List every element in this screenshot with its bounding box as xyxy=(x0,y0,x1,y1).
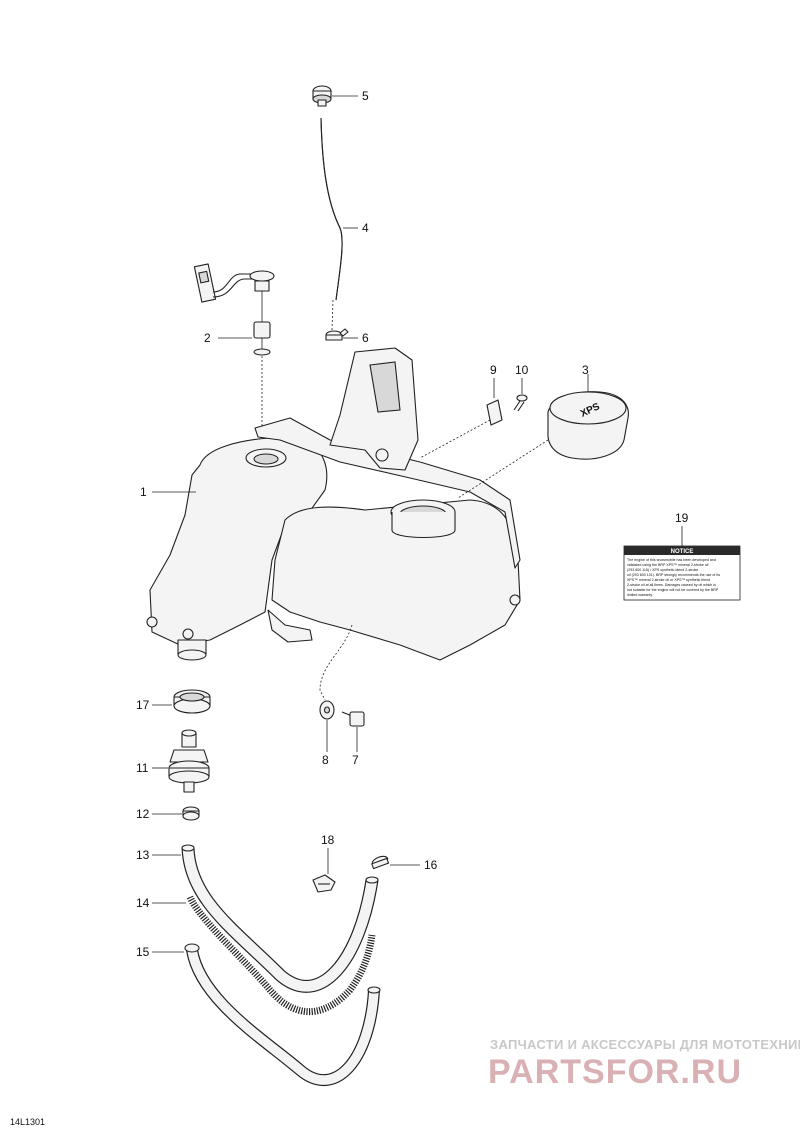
part-16-hose-clamp xyxy=(371,855,390,870)
part-17-grommet xyxy=(173,689,211,714)
watermark-brand: PARTSFOR.RU xyxy=(488,1053,742,1091)
callout-9: 9 xyxy=(490,363,497,377)
notice-line-7: limited warranty. xyxy=(627,593,653,597)
notice-line-2: (293 600 116) / XPS synthetic blend 2-st… xyxy=(627,568,698,572)
part-12-hose-clamp xyxy=(182,806,200,821)
part-3-filler-cap: XPS xyxy=(547,391,629,460)
callout-19: 19 xyxy=(675,511,689,525)
callout-3: 3 xyxy=(582,363,589,377)
part-13-hose xyxy=(181,844,379,993)
callout-15: 15 xyxy=(136,945,150,959)
notice-line-4: XPS™ mineral 2-stroke oil or XPS™ synthe… xyxy=(627,578,710,582)
callout-10: 10 xyxy=(515,363,529,377)
callout-16: 16 xyxy=(424,858,438,872)
part-1-oil-tank xyxy=(146,347,521,661)
part-10-screw xyxy=(513,394,528,412)
callout-2: 2 xyxy=(204,331,211,345)
part-19-notice-label: NOTICE The engine of this snowmobile has… xyxy=(623,545,741,601)
callout-18: 18 xyxy=(321,833,335,847)
part-2-level-sensor xyxy=(193,263,275,440)
callout-11: 11 xyxy=(136,761,149,775)
callout-1: 1 xyxy=(140,485,147,499)
callout-13: 13 xyxy=(136,848,150,862)
callout-8: 8 xyxy=(322,753,329,767)
notice-heading: NOTICE xyxy=(671,549,694,555)
callout-14: 14 xyxy=(136,896,150,910)
callout-5: 5 xyxy=(362,89,369,103)
notice-line-6: not suitable for the engine will not be … xyxy=(627,588,719,592)
notice-line-1: validated using the BRP XPS™ mineral 2-s… xyxy=(627,563,709,567)
part-8-washer xyxy=(319,700,335,720)
notice-line-0: The engine of this snowmobile has been d… xyxy=(627,558,716,562)
part-5-dipstick-cap xyxy=(312,85,332,107)
notice-line-5: 2-stroke oil at all times. Damages cause… xyxy=(627,583,716,587)
part-6-clamp xyxy=(325,328,349,341)
part-9-nut-plate xyxy=(486,399,503,426)
callout-7: 7 xyxy=(352,753,359,767)
part-11-outlet-fitting xyxy=(168,729,210,793)
callout-6: 6 xyxy=(362,331,369,345)
figure-code: 14L1301 xyxy=(10,1117,45,1127)
notice-line-3: oil (293 600 101). BRP strongly recommen… xyxy=(627,573,720,577)
callout-12: 12 xyxy=(136,807,150,821)
part-15-vent-hose xyxy=(184,943,381,1087)
part-18-clip xyxy=(312,874,336,893)
part-7-bolt xyxy=(341,711,365,727)
callout-4: 4 xyxy=(362,221,369,235)
watermark-subtitle: ЗАПЧАСТИ И АКСЕССУАРЫ ДЛЯ МОТОТЕХНИКИ xyxy=(490,1037,800,1052)
callout-17: 17 xyxy=(136,698,150,712)
part-4-dipstick-tube xyxy=(320,117,343,331)
